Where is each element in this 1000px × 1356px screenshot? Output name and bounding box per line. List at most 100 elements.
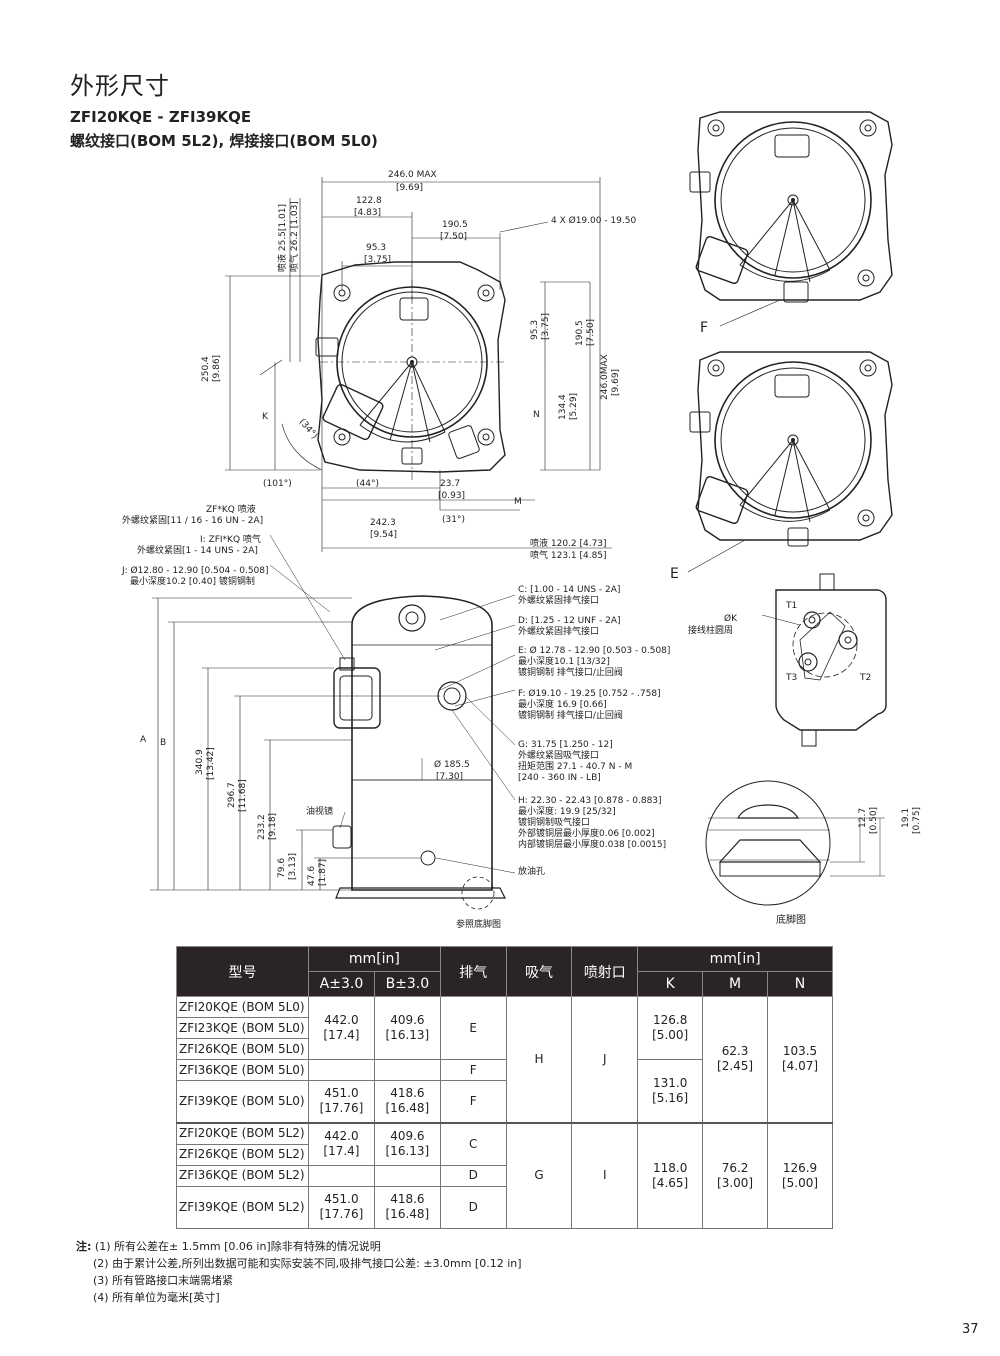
table-row: ZFI36KQE (BOM 5L0) F 131.0[5.16] — [176, 1059, 833, 1123]
note-j-2: 最小深度10.2 [0.40] 镀铜钢制 — [130, 577, 255, 587]
note-2: (2) 由于累计公差,所列出数据可能和实际安装不同,吸排气接口公差: ±3.0m… — [93, 1257, 522, 1270]
note-g-1: G: 31.75 [1.250 - 12] — [518, 740, 613, 750]
note-e-1: E: Ø 12.78 - 12.90 [0.503 - 0.508] — [518, 646, 671, 656]
sight-glass-label: 油视镜 — [306, 807, 334, 817]
dim-296-7-in: [11.68] — [238, 779, 248, 812]
note-j-1: J: Ø12.80 - 12.90 [0.504 - 0.508] — [122, 566, 269, 576]
note-h-4: 外部镀铜层最小厚度0.06 [0.002] — [518, 829, 655, 839]
notes-label: 注: — [76, 1240, 92, 1253]
header-b: B±3.0 — [373, 971, 441, 997]
foot-19-1-in: [0.75] — [912, 806, 922, 834]
note-zf-kq-1: ZF*KQ 喷液 — [206, 505, 256, 515]
cell-a: 442.0[17.4] — [307, 1122, 375, 1166]
header-injection: 喷射口 — [571, 946, 639, 997]
page-title: 外形尺寸 — [70, 72, 170, 100]
header-n: N — [767, 971, 833, 997]
terminal-t2: T2 — [860, 673, 872, 683]
cell-n: 103.5[4.07] — [767, 996, 833, 1123]
dim-242-3: 242.3 — [370, 518, 396, 528]
note-e-3: 镀铜钢制 排气接口/止回阀 — [518, 668, 623, 678]
table-row: ZFI26KQE (BOM 5L2) — [176, 1143, 833, 1166]
terminal-box — [775, 589, 887, 731]
dim-122-8-in: [4.83] — [354, 208, 382, 218]
dim-a: A — [140, 735, 147, 745]
dim-296-7: 296.7 — [227, 782, 237, 808]
ref-foot-label: 参照底脚图 — [456, 920, 502, 930]
cell-m: 76.2[3.00] — [702, 1122, 769, 1229]
note-zf-kq-2: 外螺纹紧固[11 / 16 - 16 UN - 2A] — [122, 516, 264, 526]
dim-250-4-in: [9.86] — [212, 354, 222, 382]
dim-47-6: 47.6 — [307, 865, 317, 886]
dim-242-3-in: [9.54] — [370, 530, 398, 540]
dim-95-3-v: 95.3 — [530, 319, 540, 340]
dim-n: N — [533, 410, 540, 420]
foot-caption: 底脚图 — [776, 915, 806, 926]
vapor-26-2: 喷气 26.2 [1.03] — [290, 201, 300, 272]
cell-discharge: F — [439, 1059, 507, 1081]
dim-134-4-in: [5.29] — [569, 392, 579, 420]
cell-suction: G — [505, 1122, 573, 1229]
cell-b: 418.6[16.48] — [373, 1185, 441, 1229]
subtitle-connections: 螺纹接口(BOM 5L2), 焊接接口(BOM 5L0) — [70, 132, 378, 150]
view-e-plate — [697, 351, 893, 541]
cell-n: 126.9[5.00] — [767, 1122, 833, 1229]
note-drain: 放油孔 — [518, 867, 546, 877]
page-number: 37 — [962, 1322, 979, 1337]
holes-callout: 4 X Ø19.00 - 19.50 — [551, 216, 637, 226]
table-row: ZFI36KQE (BOM 5L2) D — [176, 1164, 833, 1187]
dim-340-9: 340.9 — [195, 749, 205, 775]
dim-190-5-in: [7.50] — [440, 232, 468, 242]
dim-95-3-v-in: [3.75] — [541, 312, 551, 340]
dim-95-3-in: [3.75] — [364, 255, 392, 265]
terminal-k: ØK — [724, 614, 737, 624]
foot-12-7-in: [0.50] — [869, 806, 879, 834]
note-d-2: 外螺纹紧固排气接口 — [518, 627, 600, 637]
table-row: ZFI20KQE (BOM 5L0) 442.0[17.4] 409.6[16.… — [176, 996, 833, 1123]
dim-233-2-in: [9.18] — [268, 812, 278, 840]
view-label-e: E — [670, 566, 679, 582]
terminal-text: 接线柱圆周 — [688, 626, 734, 636]
cell-discharge: D — [439, 1164, 507, 1187]
dim-250-4: 250.4 — [201, 356, 211, 382]
header-mm-2: mm[in] — [637, 946, 833, 972]
cell-a: 451.0[17.76] — [307, 1080, 375, 1123]
liquid-25-5: 喷液 25.5[1.01] — [278, 204, 288, 272]
model-cell: ZFI39KQE (BOM 5L0) — [176, 1080, 309, 1123]
model-cell: ZFI36KQE (BOM 5L0) — [176, 1059, 309, 1081]
cell-b: 409.6[16.13] — [373, 1122, 441, 1166]
header-a: A±3.0 — [307, 971, 375, 997]
dim-246-v-in: [9.69] — [611, 368, 621, 396]
dim-190-5: 190.5 — [442, 220, 468, 230]
note-3: (3) 所有管路接口末端需堵紧 — [93, 1274, 234, 1287]
header-k: K — [637, 971, 704, 997]
note-g-4: [240 - 360 IN - LB] — [518, 773, 601, 783]
header-discharge: 排气 — [439, 946, 507, 997]
terminal-t1: T1 — [786, 601, 798, 611]
dim-190-5-v-in: [7.50] — [586, 318, 596, 346]
foot-12-7: 12.7 — [858, 807, 868, 828]
dim-95-3: 95.3 — [366, 243, 387, 253]
cell-k: 126.8[5.00] — [637, 996, 704, 1060]
footnotes: 注: (1) 所有公差在± 1.5mm [0.06 in]除非有特殊的情况说明 … — [76, 1238, 522, 1306]
dim-233-2: 233.2 — [257, 814, 267, 840]
note-h-3: 镀铜钢制吸气接口 — [518, 818, 591, 828]
note-h-1: H: 22.30 - 22.43 [0.878 - 0.883] — [518, 796, 662, 806]
cell-injection: I — [571, 1122, 639, 1229]
note-h-2: 最小深度: 19.9 [25/32] — [518, 807, 616, 817]
header-mm: mm[in] — [307, 946, 441, 972]
angle-44: (44°) — [356, 479, 379, 489]
model-cell: ZFI36KQE (BOM 5L2) — [176, 1164, 309, 1187]
header-model: 型号 — [176, 946, 309, 997]
note-h-5: 内部镀铜层最小厚度0.038 [0.0015] — [518, 840, 667, 850]
dim-246-v: 246.0MAX — [600, 354, 610, 400]
dim-246-max: 246.0 MAX — [388, 170, 437, 180]
cell-m: 62.3[2.45] — [702, 996, 769, 1123]
cell-k: 131.0[5.16] — [637, 1059, 704, 1123]
angle-101: (101°) — [263, 479, 292, 489]
cell-discharge: E — [439, 996, 507, 1060]
dim-diameter: Ø 185.5 — [434, 760, 470, 770]
cell-a-empty — [307, 1059, 375, 1081]
note-g-2: 外螺纹紧固吸气接口 — [518, 751, 600, 761]
terminal-t3: T3 — [786, 673, 798, 683]
angle-31: (31°) — [442, 515, 465, 525]
